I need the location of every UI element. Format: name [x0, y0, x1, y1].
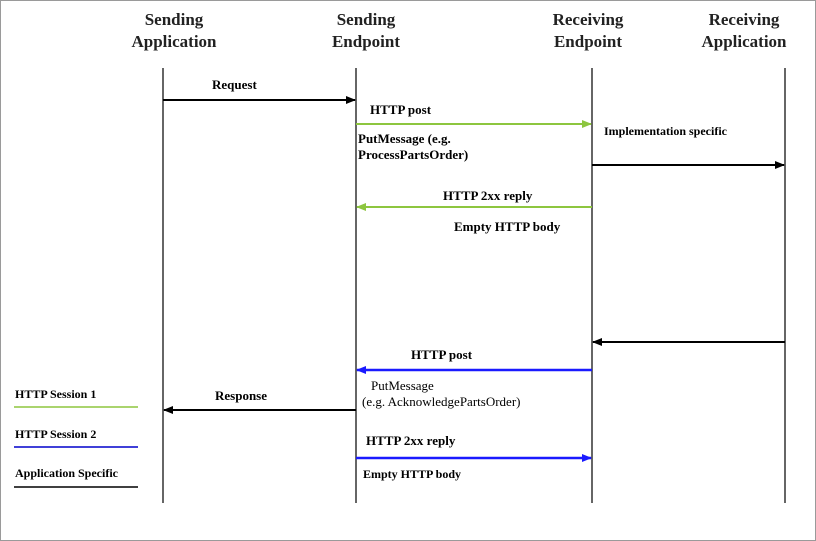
label-put-message-1: PutMessage (e.g. ProcessPartsOrder) — [358, 131, 469, 162]
legend-label-session-2: HTTP Session 2 — [15, 427, 97, 441]
label-empty-body-2: Empty HTTP body — [363, 467, 462, 481]
participant-receiving-application: Receiving Application — [674, 9, 814, 53]
label-put-message-2: PutMessage — [371, 378, 434, 393]
label-http-post-1: HTTP post — [370, 102, 432, 117]
participant-label: Sending — [144, 10, 204, 29]
participant-sending-application: Sending Application — [104, 9, 244, 53]
label-http-post-2: HTTP post — [411, 347, 473, 362]
label-http-2xx-reply-1: HTTP 2xx reply — [443, 188, 533, 203]
label-implementation-specific: Implementation specific — [604, 124, 727, 138]
participant-label: Endpoint — [331, 32, 401, 51]
legend-label-session-1: HTTP Session 1 — [15, 387, 97, 401]
label-request: Request — [212, 77, 257, 92]
label-put-message-2-example: (e.g. AcknowledgePartsOrder) — [362, 394, 521, 409]
participant-receiving-endpoint: Receiving Endpoint — [518, 9, 658, 53]
participant-sending-endpoint: Sending Endpoint — [296, 9, 436, 53]
label-response: Response — [215, 388, 268, 403]
participant-label: Application — [701, 32, 787, 51]
participant-label: Receiving — [708, 10, 780, 29]
participant-label: Receiving — [552, 10, 624, 29]
participant-label: Application — [131, 32, 217, 51]
participant-label: Sending — [336, 10, 396, 29]
legend-label-application-specific: Application Specific — [15, 466, 119, 480]
label-http-2xx-reply-2: HTTP 2xx reply — [366, 433, 456, 448]
label-empty-body-1: Empty HTTP body — [454, 219, 561, 234]
participant-label: Endpoint — [553, 32, 623, 51]
